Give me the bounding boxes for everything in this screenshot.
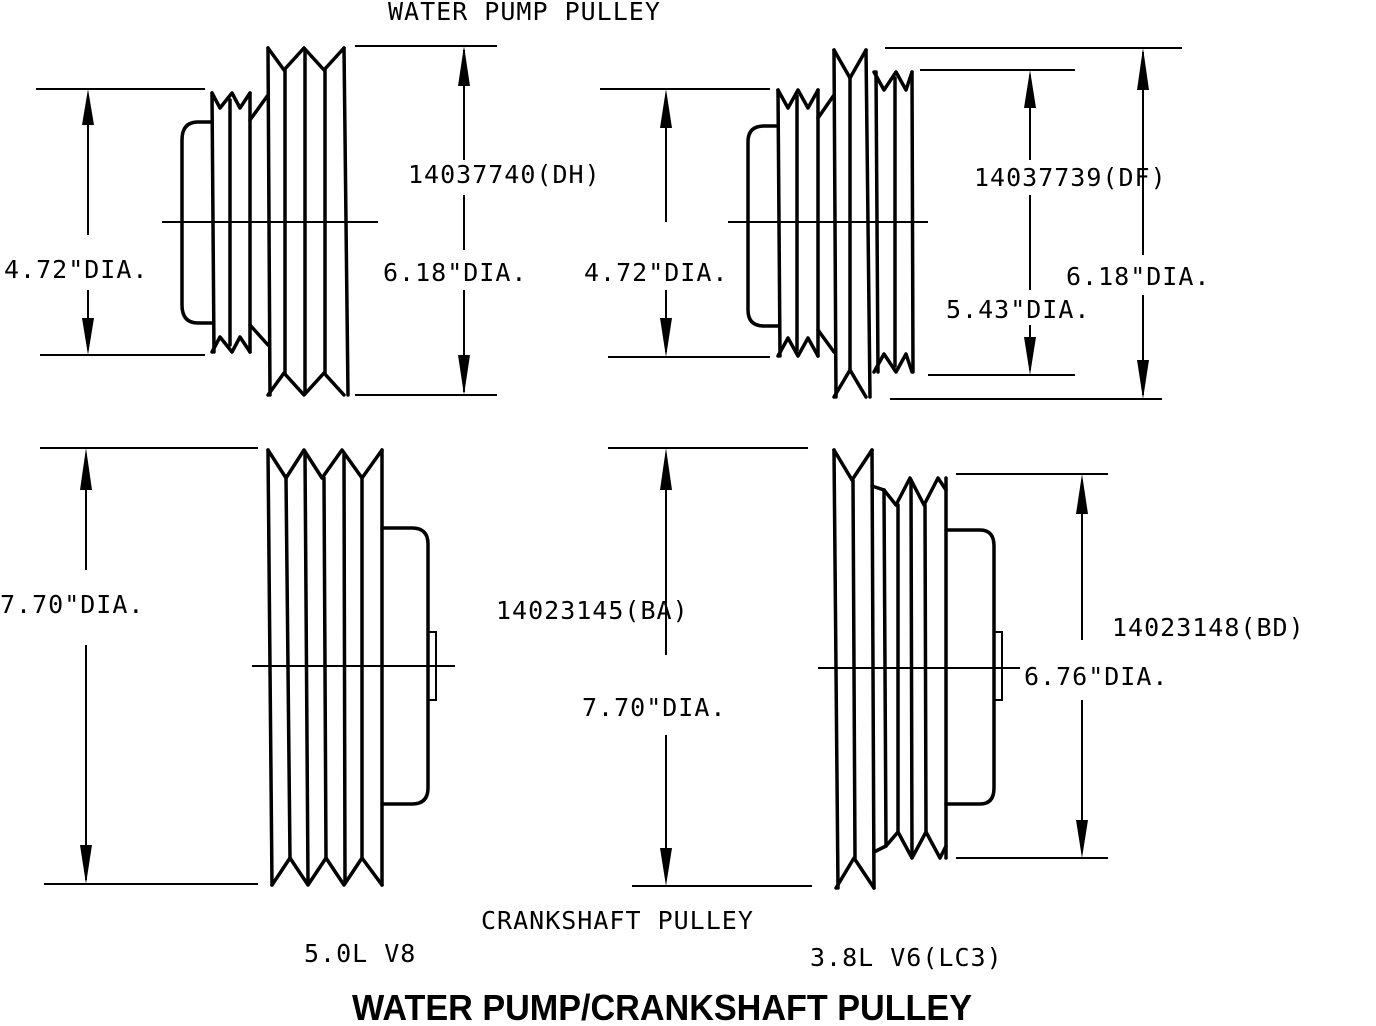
cs-v8-dia-left: 7.70"DIA.	[0, 590, 144, 619]
wp-v6-pulley	[600, 47, 1182, 400]
wp-v6-mid-dia: 5.43"DIA.	[946, 295, 1090, 324]
cs-v6-dia: 6.76"DIA.	[1024, 662, 1168, 691]
cs-v6-pulley	[818, 448, 1108, 890]
water-pump-label: WATER PUMP PULLEY	[388, 0, 661, 26]
wp-v8-part-number: 14037740(DH)	[408, 160, 601, 189]
cs-v8-dia-mid: 7.70"DIA.	[582, 693, 726, 722]
cs-v8-pulley	[40, 447, 812, 887]
wp-v8-pulley	[36, 45, 497, 397]
engine-v8-label: 5.0L V8	[304, 939, 416, 968]
cs-v8-part-number: 14023145(BA)	[496, 596, 689, 625]
engine-v6-label: 3.8L V6(LC3)	[810, 943, 1003, 972]
wp-v8-small-dia: 4.72"DIA.	[4, 255, 148, 284]
wp-v6-small-dia: 4.72"DIA.	[584, 258, 728, 287]
wp-v6-part-number: 14037739(DF)	[974, 163, 1167, 192]
wp-v6-large-dia: 6.18"DIA.	[1066, 262, 1210, 291]
crankshaft-label: CRANKSHAFT PULLEY	[481, 906, 754, 935]
wp-v8-large-dia: 6.18"DIA.	[383, 258, 527, 287]
cs-v6-part-number: 14023148(BD)	[1112, 613, 1305, 642]
diagram-title: WATER PUMP/CRANKSHAFT PULLEY	[352, 987, 972, 1026]
